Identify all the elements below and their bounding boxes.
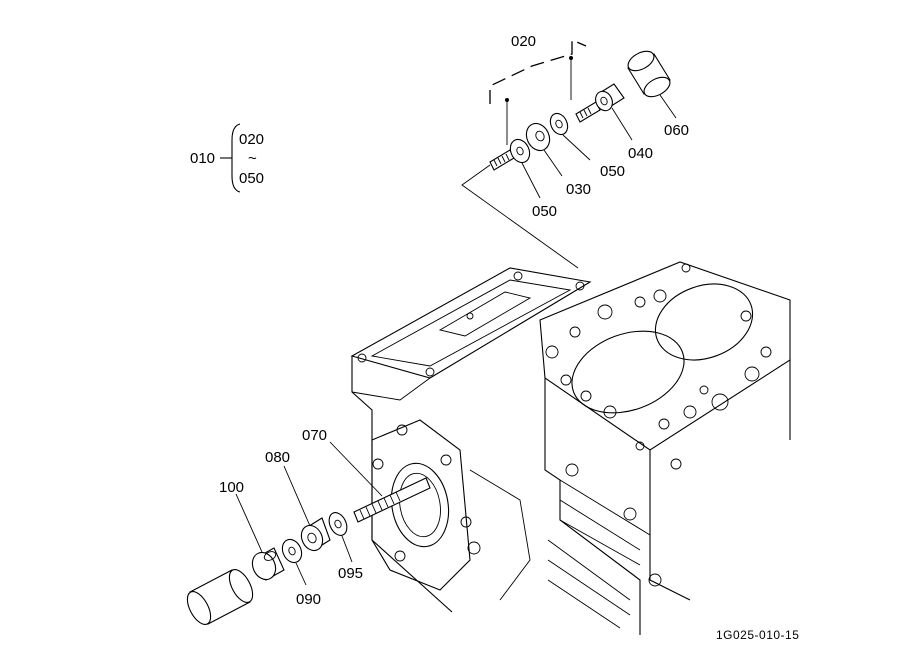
group-bracket-010: 010 020 ~ 050 xyxy=(190,123,264,193)
upper-stud-assembly: 020 xyxy=(461,33,689,269)
cap-nut-100 xyxy=(251,547,285,581)
group-range-tilde: ~ xyxy=(248,150,257,167)
group-range-start: 020 xyxy=(239,131,264,148)
part-label-020: 020 xyxy=(511,33,536,50)
cover-060 xyxy=(627,50,671,98)
washer-095 xyxy=(328,512,348,536)
cap-nut-040 xyxy=(595,83,625,112)
nut-080 xyxy=(300,517,331,552)
nut-030 xyxy=(525,122,551,152)
group-range-end: 050 xyxy=(239,170,264,187)
stud-070 xyxy=(353,477,431,523)
part-label-100: 100 xyxy=(219,479,244,496)
part-label-090: 090 xyxy=(296,591,321,608)
washer-090 xyxy=(281,538,303,564)
group-label-010: 010 xyxy=(190,150,215,167)
part-label-050-lower: 050 xyxy=(532,203,557,220)
part-label-040: 040 xyxy=(628,145,653,162)
engine-block-drawing xyxy=(350,261,791,635)
part-label-095: 095 xyxy=(338,565,363,582)
part-label-030: 030 xyxy=(566,181,591,198)
stud-lower xyxy=(489,149,515,171)
drawing-code: 1G025-010-15 xyxy=(716,628,799,642)
cover-lower xyxy=(186,569,254,625)
washer-050-upper xyxy=(549,112,569,136)
part-label-050-upper: 050 xyxy=(600,163,625,180)
lower-stud-assembly: 070 080 100 090 095 xyxy=(186,427,431,625)
washer-050-lower xyxy=(509,138,531,164)
part-label-070: 070 xyxy=(302,427,327,444)
stud-upper xyxy=(575,101,601,123)
part-label-080: 080 xyxy=(265,449,290,466)
part-label-060: 060 xyxy=(664,122,689,139)
